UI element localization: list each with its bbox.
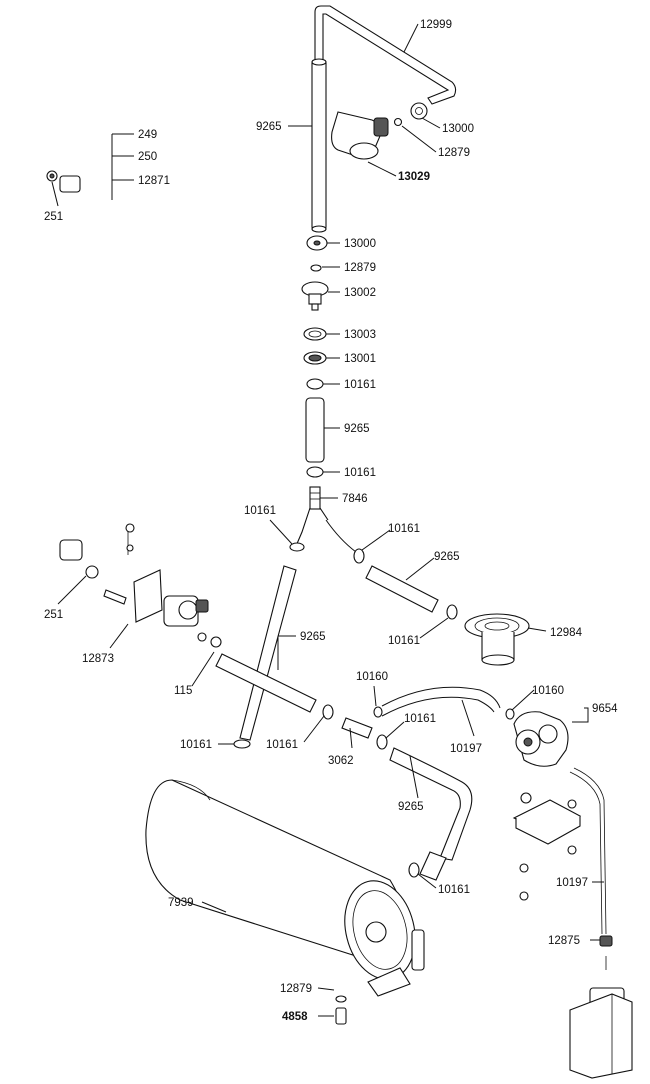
label-13001: 13001 [344,353,376,365]
label-13000-a: 13000 [442,123,474,135]
label-12984: 12984 [550,627,583,639]
label-12999: 12999 [420,19,452,31]
label-250: 250 [138,151,157,163]
label-12873: 12873 [82,653,114,665]
heater-tank [145,779,425,1025]
label-4858: 4858 [282,1011,308,1023]
label-10197-b: 10197 [556,877,588,889]
y-branch [289,507,365,564]
inlet-valve [103,523,222,648]
leader-lines [51,23,604,1017]
part-labels: 12999 9265 13000 12879 13029 13000 12879… [44,19,618,1023]
label-7939: 7939 [168,897,194,909]
label-115: 115 [174,685,192,697]
fitting-stack [301,235,329,510]
label-251-b: 251 [44,609,63,621]
label-9265-top: 9265 [256,121,282,133]
label-12871: 12871 [138,175,170,187]
label-9265-low: 9265 [398,801,424,813]
label-12875: 12875 [548,935,580,947]
label-10160-b: 10160 [532,685,564,697]
label-10161-d: 10161 [388,523,420,535]
detergent-bottle [569,935,633,1079]
label-9654: 9654 [592,703,618,715]
label-13002: 13002 [344,287,376,299]
label-10161-h: 10161 [404,713,436,725]
elbow-fitting [331,102,428,160]
right-drain-assembly [365,565,530,666]
label-7846: 7846 [342,493,368,505]
label-10197-a: 10197 [450,743,482,755]
label-10161-c: 10161 [244,505,276,517]
label-13000-b: 13000 [344,238,376,250]
label-251-a: 251 [44,211,63,223]
label-12879-b: 12879 [344,262,376,274]
label-3062: 3062 [328,755,354,767]
label-10161-e: 10161 [388,635,420,647]
label-13029: 13029 [398,171,430,183]
label-10161-g: 10161 [266,739,298,751]
label-9265-mid: 9265 [344,423,370,435]
label-10161-a: 10161 [344,379,376,391]
vent-tube-assembly [311,5,457,233]
label-9265-left: 9265 [300,631,326,643]
inlet-hose [46,170,139,579]
label-10161-b: 10161 [344,467,376,479]
label-10161-f: 10161 [180,739,212,751]
label-12879-a: 12879 [438,147,470,159]
label-10161-i: 10161 [438,884,470,896]
label-13003: 13003 [344,329,376,341]
label-10160-a: 10160 [356,671,388,683]
label-9265-right: 9265 [434,551,460,563]
label-12879-c: 12879 [280,983,312,995]
label-249: 249 [138,129,157,141]
pump-assembly [373,686,607,935]
lower-tubes [215,565,473,881]
